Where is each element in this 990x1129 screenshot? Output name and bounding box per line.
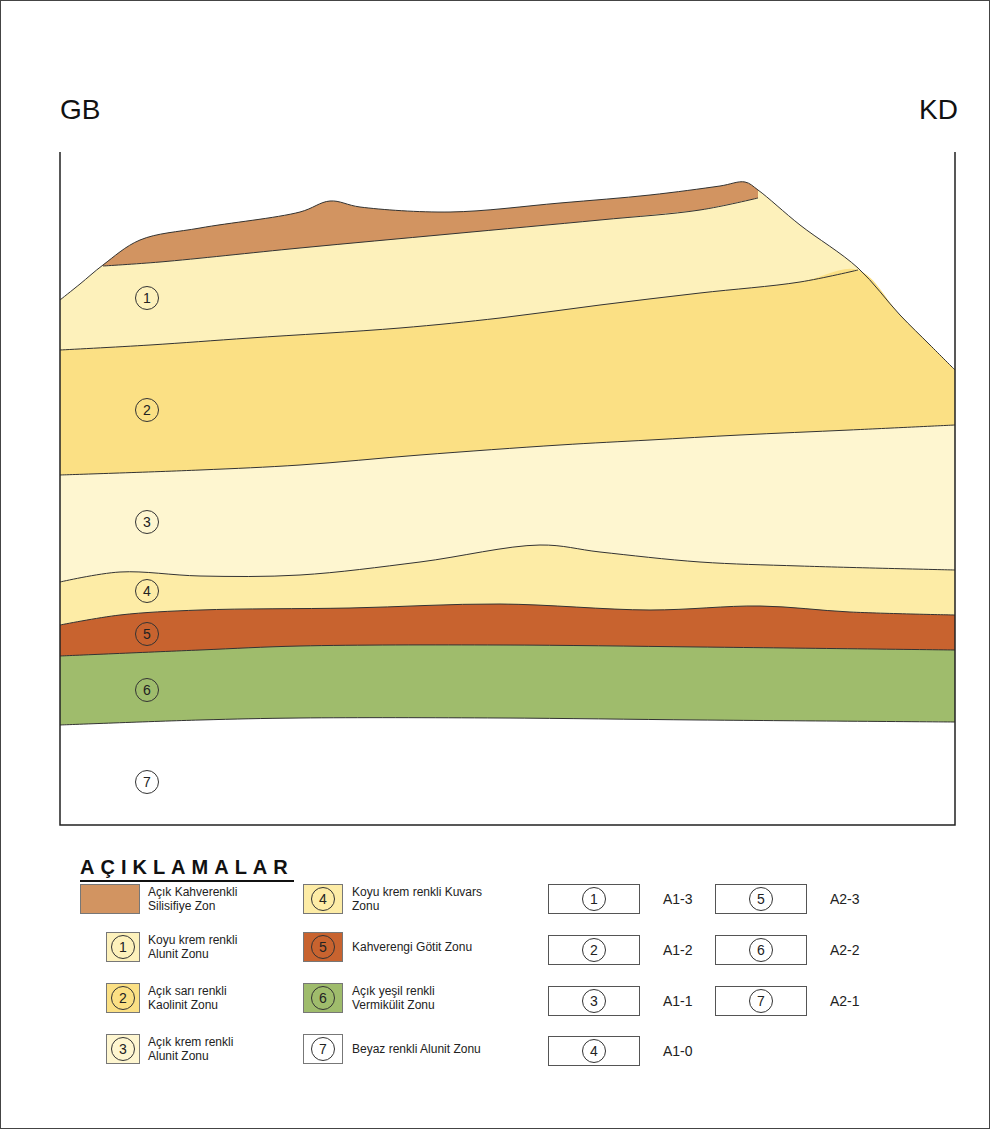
swatch-number: 5 [311, 935, 335, 959]
section-frame [60, 152, 955, 825]
vermiculite-band [60, 645, 955, 825]
swatch-number: 2 [111, 986, 135, 1010]
alunite-band-dark [60, 182, 955, 825]
frame-line [60, 152, 955, 825]
zone-bands [60, 182, 955, 825]
callout-number: 6 [143, 682, 151, 698]
callout-number: 1 [143, 290, 151, 306]
sample-code: A2-2 [830, 942, 860, 958]
boundary-line [60, 182, 955, 370]
legend-text: Açık sarı renkli Kaolinit Zonu [148, 984, 253, 1012]
legend-text: Kahverengi Götit Zonu [352, 940, 484, 954]
swatch-number: 4 [311, 887, 335, 911]
direction-label: GB [60, 94, 100, 126]
quartz-band [60, 545, 955, 825]
legend-text: Açık Kahverenkli Silisifiye Zon [148, 885, 258, 913]
zone-callout-circle: 5 [135, 622, 159, 646]
callout-number: 4 [143, 583, 151, 599]
zone-callout-circle: 4 [135, 579, 159, 603]
key-box: 5A2-3 [715, 884, 807, 914]
boundary-line [60, 545, 955, 582]
boundary-line [60, 425, 955, 475]
legend-text: Açık yeşil renkli Vermikülit Zonu [352, 984, 484, 1012]
zone-boundaries [60, 182, 955, 725]
zone-callout-circle: 6 [135, 678, 159, 702]
boundary-line [60, 604, 955, 625]
swatch-number: 1 [111, 935, 135, 959]
callout-number: 2 [582, 938, 606, 962]
legend-text: Beyaz renkli Alunit Zonu [352, 1042, 484, 1056]
callout-number: 2 [143, 402, 151, 418]
legend-text: Koyu krem renkli Alunit Zonu [148, 933, 253, 961]
sample-code: A1-2 [663, 942, 693, 958]
boundary-line [60, 718, 955, 725]
sample-code: A2-3 [830, 891, 860, 907]
zone-callout-circle: 7 [135, 770, 159, 794]
alunite-band-white [60, 718, 955, 825]
sample-code: A1-3 [663, 891, 693, 907]
boundary-line [103, 198, 758, 266]
zone-callout-circle: 3 [135, 510, 159, 534]
sample-code: A1-0 [663, 1043, 693, 1059]
key-box: 3A1-1 [548, 986, 640, 1016]
swatch-number: 7 [311, 1037, 335, 1061]
swatch-number: 3 [111, 1037, 135, 1061]
legend-swatch [80, 884, 140, 914]
callout-number: 5 [749, 887, 773, 911]
key-box: 6A2-2 [715, 935, 807, 965]
callout-number: 6 [749, 938, 773, 962]
key-box: 7A2-1 [715, 986, 807, 1016]
swatch-number: 6 [311, 986, 335, 1010]
key-box: 4A1-0 [548, 1036, 640, 1066]
callout-number: 3 [143, 514, 151, 530]
callout-number: 4 [582, 1039, 606, 1063]
goethite-band [60, 604, 955, 825]
legend-text: Koyu krem renkli Kuvars Zonu [352, 885, 484, 913]
callout-number: 7 [143, 774, 151, 790]
legend-text: Açık krem renkli Alunit Zonu [148, 1035, 253, 1063]
zone-callout-circle: 2 [135, 398, 159, 422]
zone-callout-circle: 1 [135, 286, 159, 310]
callout-number: 7 [749, 989, 773, 1013]
sample-code: A2-1 [830, 993, 860, 1009]
sample-code: A1-1 [663, 993, 693, 1009]
callout-number: 5 [143, 626, 151, 642]
callout-number: 1 [582, 887, 606, 911]
alunite-band-light [60, 425, 955, 825]
legend-heading: AÇIKLAMALAR [80, 856, 294, 882]
callout-number: 3 [582, 989, 606, 1013]
boundary-line [60, 270, 858, 350]
direction-label: KD [919, 94, 958, 126]
boundary-line [60, 645, 955, 656]
kaolinite-band [60, 269, 955, 825]
key-box: 2A1-2 [548, 935, 640, 965]
key-box: 1A1-3 [548, 884, 640, 914]
